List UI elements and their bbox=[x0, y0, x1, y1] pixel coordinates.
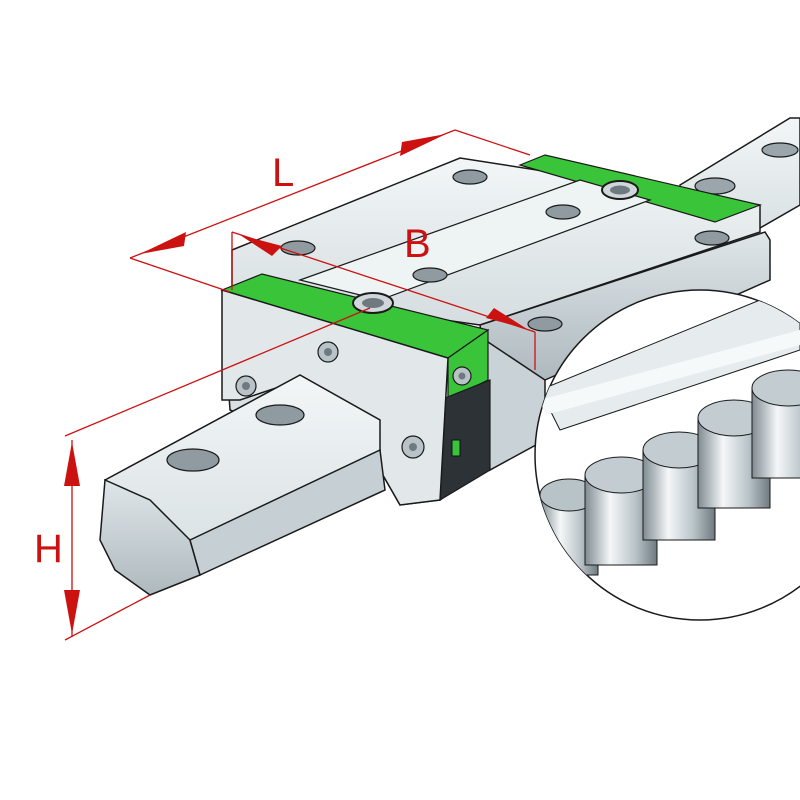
dimension-label-height: H bbox=[34, 527, 63, 571]
rear-end-seal bbox=[518, 154, 763, 223]
mounting-hole-icons bbox=[280, 169, 730, 332]
dimension-arrowheads bbox=[64, 134, 527, 634]
guide-rail bbox=[99, 374, 386, 596]
rail-hole-icon bbox=[166, 448, 220, 472]
dimension-label-length: L bbox=[272, 151, 294, 195]
roller-detail-zoom bbox=[534, 289, 800, 621]
rail-hole-icon bbox=[255, 404, 305, 426]
dimension-label-width: B bbox=[404, 222, 431, 266]
